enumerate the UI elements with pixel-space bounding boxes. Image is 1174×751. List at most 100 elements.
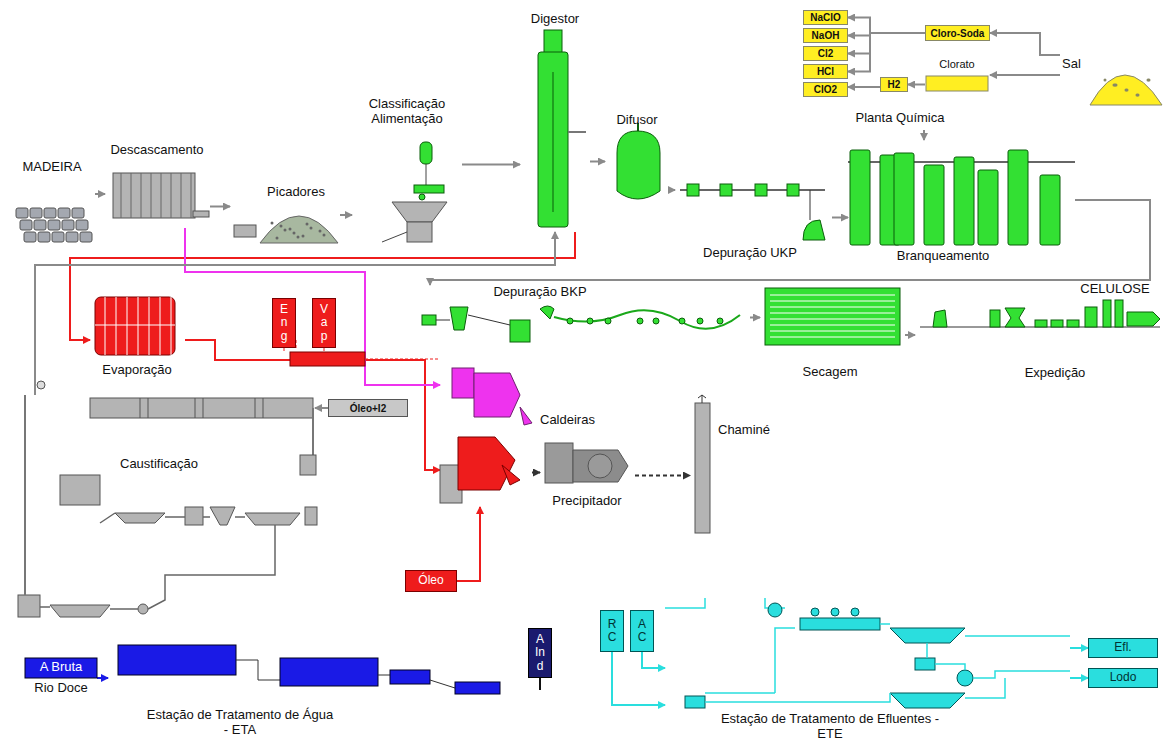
box-label: Óleo+I2: [350, 403, 386, 414]
equipment-unit: Caustificação: [15, 395, 315, 620]
process-box: NaOH: [803, 28, 848, 43]
eta-illustration: [108, 640, 508, 748]
equipment-unit: CELULOSE Expedição: [915, 282, 1165, 385]
flow-connector: [185, 228, 440, 385]
boilers-illustration: [440, 365, 532, 507]
flow-connector: [990, 74, 1060, 76]
box-label: ClO2: [814, 84, 837, 95]
box-label: Lodo: [1110, 671, 1137, 684]
unit-label: Depuração UKP: [703, 246, 797, 261]
unit-label: Depuração BKP: [493, 285, 586, 300]
flow-connector: [670, 189, 675, 191]
equipment-unit: Depuração UKP: [675, 170, 832, 265]
unit-label: Branqueamento: [897, 249, 990, 264]
box-label: HCl: [817, 66, 834, 77]
flow-connector: [848, 18, 925, 34]
flow-connector: [462, 164, 520, 166]
pump-block: [290, 352, 365, 366]
unit-label: Picadores: [267, 185, 325, 200]
flow-connector: [457, 507, 480, 581]
unit-label: Classificação Alimentação: [353, 97, 461, 127]
equipment-unit: Difusor: [605, 113, 670, 210]
flow-connector: [750, 317, 760, 319]
process-box: Óleo+I2: [328, 399, 408, 417]
flow-connector: [210, 206, 230, 208]
flow-connector: [97, 677, 108, 679]
unit-label: Expedição: [1025, 366, 1086, 381]
flow-connector: [590, 161, 605, 163]
box-label: H2: [888, 79, 901, 90]
box-label: NaOH: [812, 30, 840, 41]
pipe-line: [539, 678, 541, 690]
equipment-unit: Secagem: [760, 285, 905, 385]
process-box: Lodo: [1088, 668, 1158, 688]
box-label: Efl.: [1114, 641, 1131, 654]
unit-label: Digestor: [531, 12, 579, 27]
box-label: Cloro-Soda: [931, 28, 985, 39]
unit-label: Descascamento: [110, 143, 203, 158]
process-box: Cl2: [803, 46, 848, 61]
box-label: AC: [636, 618, 648, 644]
box-label: NaClO: [810, 12, 841, 23]
equipment-unit: MADEIRA: [10, 160, 95, 250]
flow-connector: [35, 232, 555, 395]
equipment-unit: Precipitador: [540, 438, 635, 513]
unit-label: A Bruta: [40, 660, 83, 675]
unit-label: MADEIRA: [22, 160, 81, 175]
flow-connector: [832, 217, 848, 219]
flow-connector: [532, 472, 540, 474]
unit-label: Estação de Tratamento de Efluentes - ETE: [715, 712, 945, 742]
unit-label: Evaporação: [102, 363, 171, 378]
process-box: ClO2: [803, 82, 848, 97]
tower-illustration: [520, 12, 590, 232]
unit-label: Caldeiras: [540, 413, 595, 428]
equipment-unit: Digestor: [520, 12, 590, 232]
flow-connector: [908, 84, 925, 86]
process-box: AC: [630, 610, 654, 652]
flow-connector: [848, 86, 880, 88]
flow-connector: [315, 407, 328, 409]
box-label: Óleo: [418, 574, 443, 587]
process-box: NaClO: [803, 10, 848, 25]
unit-label: Precipitador: [552, 494, 621, 509]
process-box: Efl.: [1088, 638, 1158, 658]
steam-line: [284, 340, 440, 359]
vessel-illustration: [605, 113, 670, 210]
equipment-unit: Evaporação: [90, 295, 185, 385]
flow-connector: [990, 33, 1060, 55]
equipment-unit: Branqueamento: [848, 140, 1075, 268]
process-box: Eng: [272, 298, 296, 348]
unit-label: Rio Doce: [34, 681, 87, 696]
flow-connector: [1070, 647, 1088, 649]
unit-label: Planta Química: [856, 111, 945, 126]
equipment-unit: Sal: [1060, 45, 1165, 110]
flow-connector: [905, 334, 915, 336]
unit-label: Estação de Tratamento de Água - ETA: [145, 708, 335, 738]
process-box: Óleo: [405, 570, 457, 592]
plant-group: Planta Química NaClO NaOH Cl2HClClO2 Cloro-S…: [795, 5, 1000, 130]
equipment-unit: Estação de Tratamento de Água - ETA: [108, 640, 508, 748]
unit-label: Clorato: [939, 58, 974, 71]
equipment-unit: Descascamento: [105, 143, 210, 228]
chimney-illustration: [690, 395, 785, 535]
box-label: Vap: [318, 303, 330, 343]
flow-connector: [642, 652, 665, 668]
process-box: A Ind: [528, 628, 552, 678]
sal-illustration: [1060, 45, 1165, 110]
unit-label: Secagem: [803, 365, 858, 380]
flow-connector: [848, 33, 925, 72]
flow-connector: [95, 193, 105, 195]
flow-connector: [848, 33, 925, 54]
unit-label: Sal: [1062, 57, 1081, 72]
flow-connector: [635, 475, 690, 477]
unit-label: CELULOSE: [1080, 282, 1149, 297]
equipment-unit: Depuração BKP: [420, 285, 750, 350]
equipment-unit: A BrutaRio Doce: [25, 658, 97, 698]
process-box: HCl: [803, 64, 848, 79]
flow-connector: [1070, 677, 1088, 679]
box-label: Eng: [278, 303, 290, 343]
box-label: A Ind: [534, 633, 546, 673]
